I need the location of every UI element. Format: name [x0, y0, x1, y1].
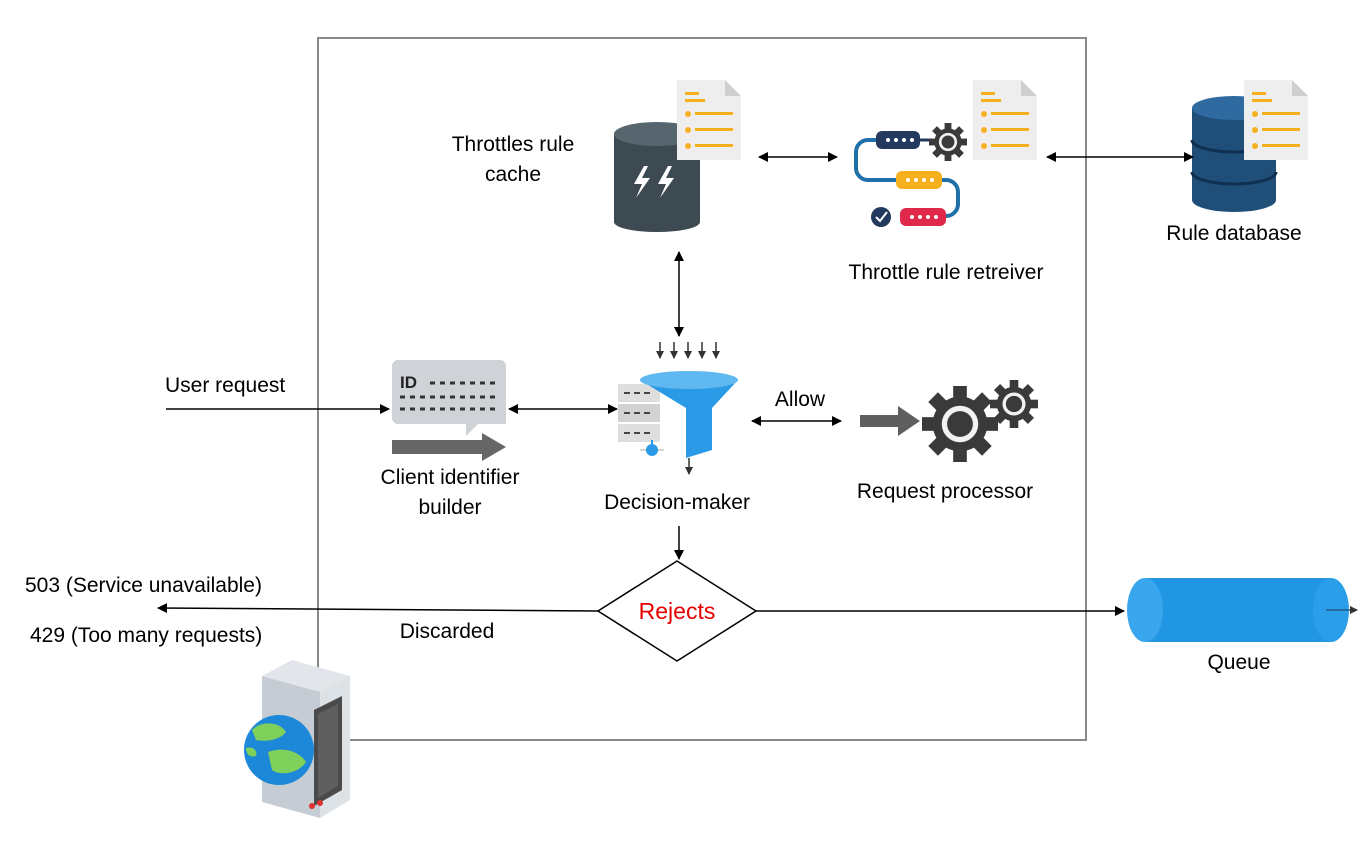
queue-cylinder-icon [1127, 578, 1358, 642]
document-icon [677, 80, 741, 160]
client-identifier-label: Client identifier builder [350, 463, 550, 523]
rule-retriever-label: Throttle rule retreiver [848, 261, 1044, 284]
pipeline-gear-icon [854, 80, 1037, 227]
id-card-icon: ID [392, 360, 506, 461]
document-icon [973, 80, 1037, 160]
rejects-label: Rejects [638, 598, 716, 624]
database-icon [1190, 80, 1308, 212]
user-request-label: User request [165, 374, 286, 397]
system-boundary [317, 37, 1087, 741]
status-503-label: 503 (Service unavailable) [25, 574, 262, 597]
client-identifier-label-line2: builder [418, 496, 482, 519]
cache-database-icon [614, 80, 741, 232]
web-server-icon [244, 660, 350, 818]
discard-edge [157, 603, 599, 614]
decision-maker-label: Decision-maker [604, 491, 750, 514]
allow-label: Allow [774, 388, 826, 411]
funnel-icon [618, 342, 738, 475]
connectors [157, 152, 1194, 616]
throttles-cache-label-line2: cache [484, 163, 542, 186]
rule-database-label: Rule database [1166, 222, 1302, 245]
client-identifier-label-line1: Client identifier [380, 466, 520, 489]
discarded-label: Discarded [399, 620, 495, 643]
queue-label: Queue [1207, 651, 1271, 674]
throttles-cache-label-line1: Throttles rule [451, 133, 575, 156]
gears-icon [860, 380, 1038, 462]
throttles-cache-label: Throttles rule cache [430, 130, 596, 190]
status-429-label: 429 (Too many requests) [30, 624, 263, 647]
document-icon [1244, 80, 1308, 160]
request-processor-label: Request processor [856, 480, 1034, 503]
id-tag-text: ID [400, 373, 417, 392]
rejects-diamond [596, 560, 758, 662]
